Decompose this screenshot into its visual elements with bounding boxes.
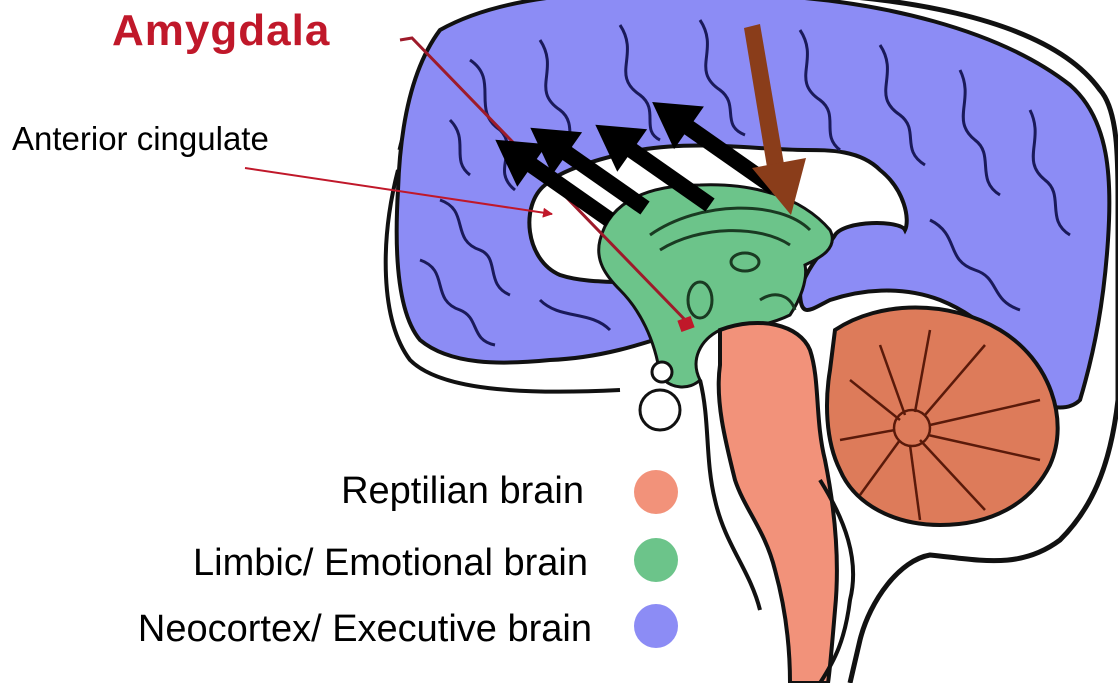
legend-dot-neocortex — [634, 604, 678, 648]
legend-label-limbic: Limbic/ Emotional brain — [193, 542, 588, 585]
amygdala-label: Amygdala — [112, 6, 330, 56]
pituitary-circle — [640, 390, 680, 430]
legend-dot-limbic — [634, 538, 678, 582]
legend-label-neocortex: Neocortex/ Executive brain — [138, 608, 592, 651]
anterior-cingulate-label: Anterior cingulate — [12, 120, 269, 158]
legend-dot-reptilian — [634, 470, 678, 514]
legend-label-reptilian: Reptilian brain — [341, 470, 584, 513]
brainstem-region — [719, 323, 837, 683]
pituitary-stalk — [652, 362, 672, 382]
